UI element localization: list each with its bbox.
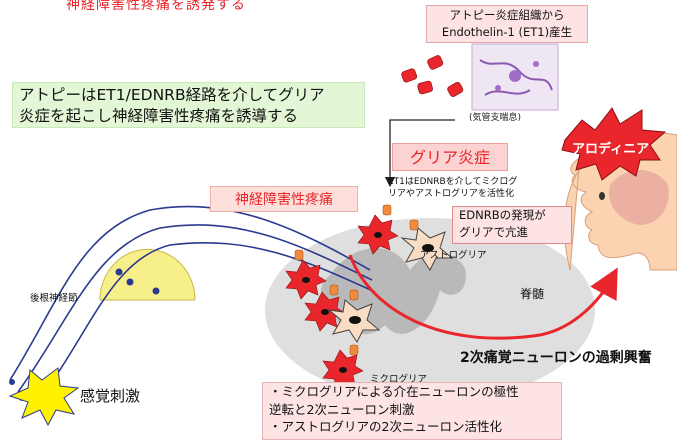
source-box: アトピー炎症組織から Endothelin-1 (ET1)産生 bbox=[426, 5, 588, 43]
source-line-1: アトピー炎症組織から bbox=[449, 8, 565, 22]
astroglia-nuclei bbox=[349, 244, 434, 324]
secondary-neuron-label: 2次痛覚ニューロンの過剰興奮 bbox=[460, 350, 652, 366]
mechanism-box: ・ミクログリアによる介在ニューロンの極性 逆転と2次ニューロン刺激 ・アストログ… bbox=[262, 382, 562, 440]
main-claim-box: アトピーはET1/EDNRB経路を介してグリア 炎症を起こし神経障害性疼痛を誘導… bbox=[12, 82, 365, 128]
glia-desc-line-1: ET1はEDNRBを介してミクログ bbox=[388, 177, 518, 187]
main-claim-line-1: アトピーはET1/EDNRB経路を介してグリア bbox=[19, 86, 325, 104]
astroglia-label: アストログリア bbox=[420, 250, 487, 261]
mechanism-line-3: ・アストログリアの2次ニューロン活性化 bbox=[269, 419, 502, 434]
source-line-2: Endothelin-1 (ET1)産生 bbox=[441, 25, 573, 39]
et1-molecules bbox=[401, 55, 464, 97]
neuropathic-pain-label: 神経障害性疼痛 bbox=[210, 186, 358, 212]
glia-desc-line-2: リアやアストログリアを活性化 bbox=[388, 189, 515, 199]
glia-inflammation-desc: ET1はEDNRBを介してミクログ リアやアストログリアを活性化 bbox=[388, 176, 517, 200]
spinal-cord-label: 脊髄 bbox=[520, 287, 545, 301]
histology-image bbox=[471, 43, 559, 111]
mechanism-line-2: 逆転と2次ニューロン刺激 bbox=[269, 401, 415, 417]
sensory-stimulus-label: 感覚刺激 bbox=[80, 387, 141, 405]
ednrb-receptors bbox=[294, 204, 419, 356]
nerve-fibers bbox=[9, 205, 376, 406]
microglia-label: ミクログリア bbox=[370, 374, 428, 385]
drg-label: 後根神経節 bbox=[30, 293, 78, 304]
main-claim-line-2: 炎症を起こし神経障害性疼痛を誘導する bbox=[19, 107, 299, 125]
sensory-stimulus-burst bbox=[8, 367, 80, 427]
pain-arrow bbox=[348, 254, 618, 340]
top-caption: 神経障害性疼痛を誘発する bbox=[66, 0, 246, 13]
ednrb-line-1: EDNRBの発現が bbox=[459, 208, 546, 222]
bronchus-label: (気管支喘息) bbox=[469, 113, 522, 123]
glia-inflammation-title: グリア炎症 bbox=[392, 143, 508, 171]
allodynia-burst bbox=[561, 107, 667, 181]
et1-arrow bbox=[384, 119, 455, 188]
dorsal-root-ganglion bbox=[99, 248, 196, 301]
allodynia-label: アロディニア bbox=[572, 142, 650, 157]
ednrb-box: EDNRBの発現が グリアで亢進 bbox=[452, 206, 572, 244]
mechanism-line-1: ・ミクログリアによる介在ニューロンの極性 bbox=[269, 384, 519, 399]
microglia-nuclei bbox=[302, 232, 382, 373]
ednrb-line-2: グリアで亢進 bbox=[459, 225, 528, 239]
